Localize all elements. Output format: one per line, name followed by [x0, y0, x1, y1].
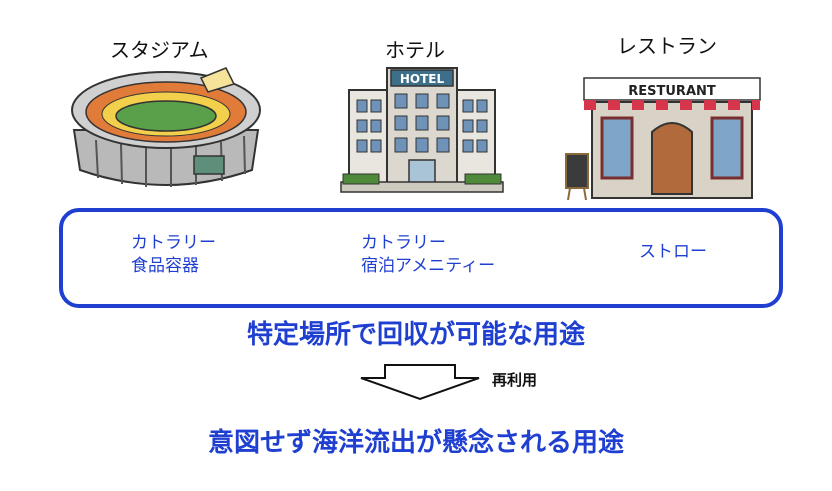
hotel-sign: HOTEL [400, 72, 445, 86]
hotel-icon: HOTEL [340, 67, 504, 193]
use-item: カトラリー [131, 233, 216, 253]
hotel-uses: カトラリー 宿泊アメニティー [361, 232, 495, 278]
headline-collectable: 特定場所で回収が可能な用途 [246, 320, 585, 350]
reuse-label: 再利用 [492, 371, 538, 389]
use-item: ストロー [639, 242, 707, 262]
headline-marine-leak: 意図せず海洋流出が懸念される用途 [207, 428, 624, 458]
stadium-icon [71, 67, 261, 187]
hotel-label: ホテル [385, 38, 445, 62]
restaurant-label: レストラン [617, 34, 717, 58]
down-arrow-icon [360, 364, 480, 401]
use-item: 食品容器 [131, 256, 199, 276]
restaurant-sign: RESTURANT [628, 84, 716, 99]
use-item: 宿泊アメニティー [361, 256, 496, 276]
restaurant-icon: RESTURANT [565, 77, 761, 201]
use-item: カトラリー [361, 233, 446, 253]
restaurant-uses: ストロー [639, 241, 707, 264]
stadium-label: スタジアム [110, 38, 209, 62]
uses-panel: カトラリー 食品容器 カトラリー 宿泊アメニティー ストロー [59, 208, 783, 308]
stadium-uses: カトラリー 食品容器 [131, 232, 216, 278]
